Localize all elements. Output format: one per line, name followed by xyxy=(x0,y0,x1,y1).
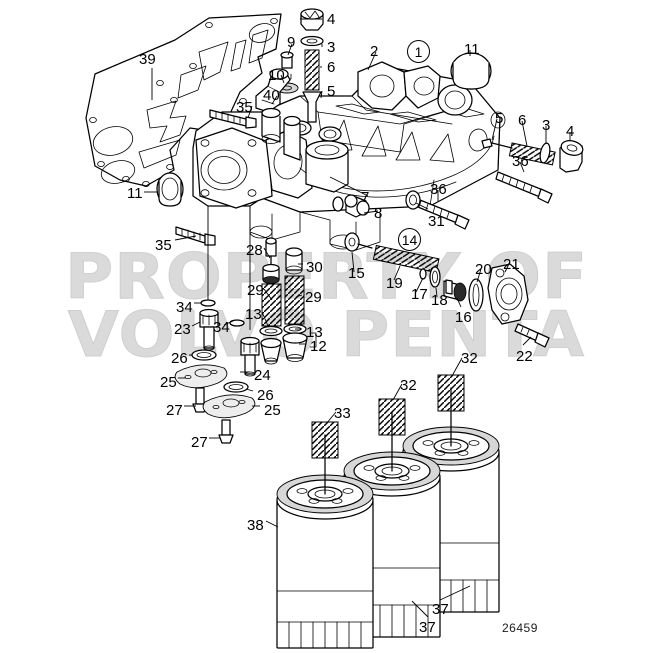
callout-21: 21 xyxy=(503,256,520,273)
cap-11-left xyxy=(156,172,184,207)
callout-34: 34 xyxy=(176,299,193,316)
callout-32: 32 xyxy=(461,350,478,367)
callout-20: 20 xyxy=(475,261,492,278)
callout-19: 19 xyxy=(386,275,403,292)
callout-11: 11 xyxy=(464,41,480,58)
callout-3: 3 xyxy=(542,117,551,134)
screw-35-lower xyxy=(175,226,216,246)
callout-31: 31 xyxy=(428,213,445,230)
callout-34: 34 xyxy=(213,319,230,336)
callout-5: 5 xyxy=(327,83,336,100)
drawing-number: 26459 xyxy=(502,621,538,635)
callout-35: 35 xyxy=(155,237,172,254)
callout-26: 26 xyxy=(171,350,188,367)
callout-2: 2 xyxy=(370,43,379,60)
oil-filter-housing-body xyxy=(192,61,506,251)
callout-13: 13 xyxy=(245,306,262,323)
callout-25: 25 xyxy=(264,402,281,419)
callout-29: 29 xyxy=(247,282,264,299)
callout-39: 39 xyxy=(139,51,156,68)
callout-33: 33 xyxy=(334,405,351,422)
callout-30: 30 xyxy=(306,259,323,276)
callout-27: 27 xyxy=(166,402,183,419)
oil-filter-left xyxy=(276,421,374,649)
callout-17: 17 xyxy=(411,286,428,303)
bolt-36-lower xyxy=(412,197,470,230)
fastener-row-right xyxy=(332,138,584,230)
callout-11: 11 xyxy=(127,185,143,202)
callout-4: 4 xyxy=(566,123,575,140)
callout-3: 3 xyxy=(327,39,336,56)
callout-32: 32 xyxy=(400,377,417,394)
callout-22: 22 xyxy=(516,348,533,365)
relief-valve-stacks xyxy=(259,237,317,365)
callout-5: 5 xyxy=(495,110,504,127)
bolt-36-upper xyxy=(495,171,553,204)
cap-11-right xyxy=(450,52,492,90)
callout-35: 35 xyxy=(236,99,253,116)
callout-16: 16 xyxy=(455,309,472,326)
callout-7: 7 xyxy=(361,189,370,206)
callout-10: 10 xyxy=(268,67,285,84)
callout-37: 37 xyxy=(419,619,436,636)
callout-6: 6 xyxy=(327,59,336,76)
callout-25: 25 xyxy=(160,374,177,391)
callout-24: 24 xyxy=(254,367,271,384)
callout-29: 29 xyxy=(305,289,322,306)
screw-35-upper xyxy=(209,109,257,129)
callout-37: 37 xyxy=(432,601,449,618)
callout-28: 28 xyxy=(246,242,263,259)
callout-1-circled: 1 xyxy=(407,40,430,63)
callout-6: 6 xyxy=(518,112,527,129)
callout-13: 13 xyxy=(306,324,323,341)
callout-23: 23 xyxy=(174,321,191,338)
callout-40: 40 xyxy=(263,87,280,104)
callout-38: 38 xyxy=(247,517,264,534)
top-fastener-stack xyxy=(175,8,324,246)
callout-15: 15 xyxy=(348,265,365,282)
callout-8: 8 xyxy=(374,205,383,222)
callout-4: 4 xyxy=(327,11,336,28)
valve-assembly-14 xyxy=(344,232,550,348)
callout-18: 18 xyxy=(431,292,448,309)
callout-9: 9 xyxy=(287,34,296,51)
callout-26: 26 xyxy=(257,387,274,404)
callout-36: 36 xyxy=(512,153,529,170)
callout-27: 27 xyxy=(191,434,208,451)
leader-lines xyxy=(144,18,571,618)
gasket-39 xyxy=(85,13,282,187)
callout-14-circled: 14 xyxy=(398,228,421,251)
callout-36: 36 xyxy=(430,181,447,198)
callout-12: 12 xyxy=(310,338,327,355)
